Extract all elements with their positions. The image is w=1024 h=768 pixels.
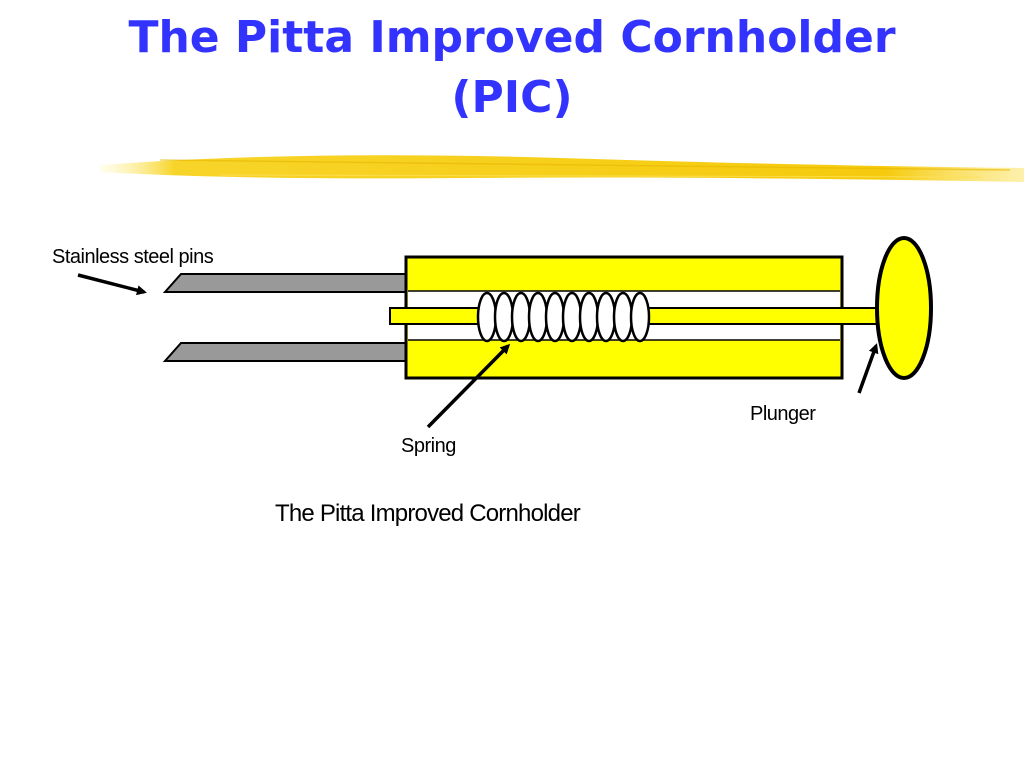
- upper-pin: [162, 273, 421, 293]
- spring-label: Spring: [401, 435, 456, 457]
- pins-label: Stainless steel pins: [52, 246, 214, 268]
- title-line-1: The Pitta Improved Cornholder: [128, 12, 896, 63]
- title-divider-brush: [100, 155, 1024, 182]
- lower-pin: [162, 342, 421, 362]
- diagram-caption: The Pitta Improved Cornholder: [275, 500, 581, 527]
- spring-coil: [476, 291, 651, 343]
- title-line-2: (PIC): [451, 72, 573, 123]
- pins-arrow: [77, 273, 147, 296]
- plunger-knob: [875, 236, 933, 380]
- spring-arrow: [426, 343, 511, 429]
- slide-title: The Pitta Improved Cornholder (PIC): [0, 8, 1024, 128]
- plunger-label: Plunger: [750, 403, 816, 425]
- plunger-arrow: [857, 343, 879, 394]
